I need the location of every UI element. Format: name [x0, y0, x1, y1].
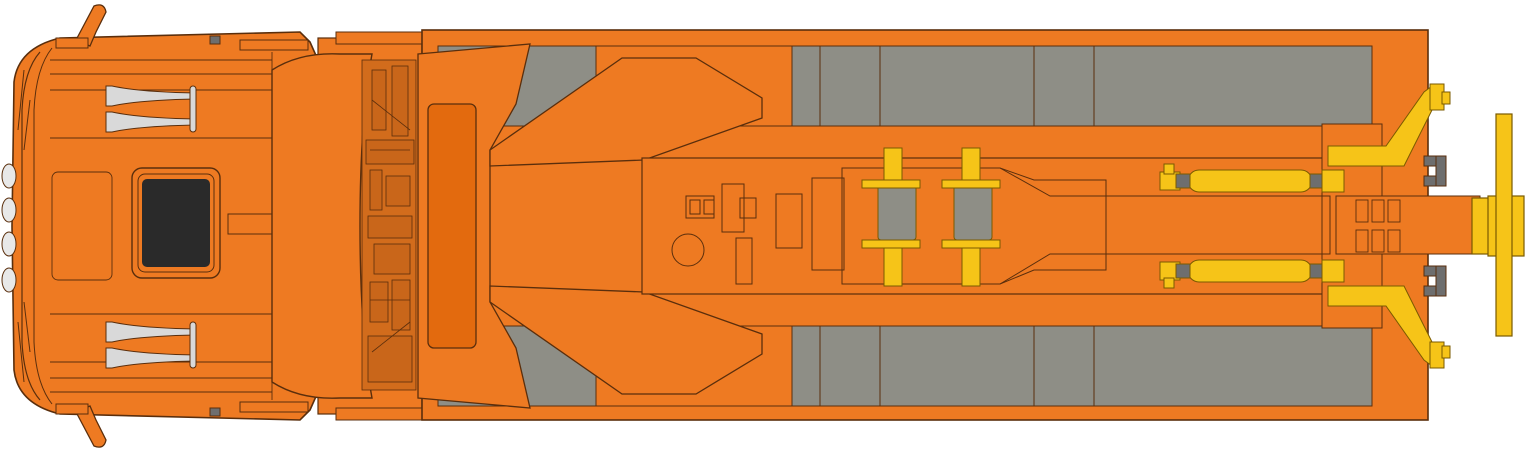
junction-bar-top [335, 31, 423, 45]
mechanism [361, 59, 417, 391]
mirror-left [55, 4, 107, 49]
air-horn-icon [105, 85, 197, 369]
winch-icon [861, 147, 1001, 287]
cab [1, 4, 319, 448]
mirror-right [55, 403, 107, 448]
cab-rear-wall [271, 53, 373, 399]
engine-bay [271, 31, 423, 421]
junction-bar-bottom [335, 407, 423, 421]
cab-front-corners [17, 69, 31, 383]
underlift-icon [1159, 83, 1525, 369]
roof-hatch-icon [131, 167, 221, 279]
cab-inner-edge [33, 47, 53, 405]
boom-center-panel [427, 103, 477, 349]
cab-windshield-edge [21, 51, 41, 401]
headlight-icon [1, 163, 17, 293]
cab-side-handles [209, 35, 309, 417]
tow-deck [417, 29, 1525, 421]
roof-panel-left [51, 171, 113, 281]
crane-boom [417, 43, 763, 409]
